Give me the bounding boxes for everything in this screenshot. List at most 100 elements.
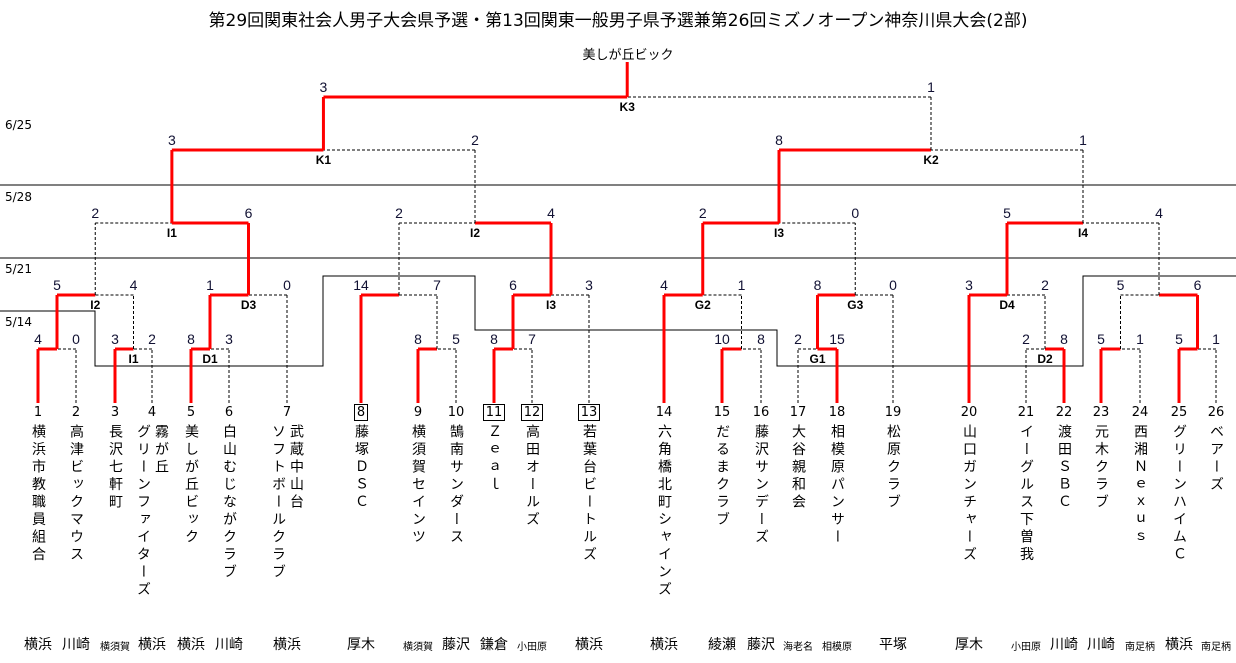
team-name: だるまクラブ (714, 424, 730, 529)
score: 8 (414, 331, 422, 347)
score: 2 (91, 205, 99, 221)
score: 0 (889, 277, 897, 293)
score: 0 (851, 205, 859, 221)
team-number-text: 22 (1055, 405, 1073, 420)
team-number-text: 18 (828, 405, 846, 420)
score: 5 (452, 331, 460, 347)
date-label-round1: 5/14 (5, 315, 32, 329)
team-number-text: 23 (1092, 405, 1110, 420)
score: 2 (1022, 331, 1030, 347)
team-number: 14 (649, 405, 679, 421)
team-region: 厚木 (347, 637, 375, 653)
team-number: 23 (1086, 405, 1116, 421)
score: 0 (72, 331, 80, 347)
team-name: ベアーズ (1208, 424, 1224, 494)
score: 8 (187, 331, 195, 347)
match-label: I2 (470, 226, 480, 240)
team-number-text: 24 (1131, 405, 1149, 420)
score: 8 (814, 277, 822, 293)
team-region: 横浜 (138, 637, 166, 653)
match-label: I1 (128, 352, 138, 366)
team-number-text: 4 (147, 405, 157, 420)
score: 4 (660, 277, 668, 293)
team-region: 横浜 (650, 637, 678, 653)
team-number: 21 (1011, 405, 1041, 421)
team-number: 12 (517, 404, 547, 421)
team-number: 1 (23, 405, 53, 421)
team-name: 相模原パンサー (829, 424, 845, 547)
team-name: 横須賀セインツ (410, 424, 426, 547)
team-number: 10 (441, 405, 471, 421)
team-number: 16 (746, 405, 776, 421)
team-region: 南足柄 (1201, 642, 1231, 653)
score: 15 (829, 331, 845, 347)
team-number-text: 15 (713, 405, 731, 420)
team-number-text: 21 (1017, 405, 1035, 420)
team-number-text: 26 (1207, 405, 1225, 420)
team-number: 2 (61, 405, 91, 421)
score: 4 (1155, 205, 1163, 221)
team-number-text: 10 (447, 405, 465, 420)
team-number: 8 (346, 404, 376, 421)
team-name: 高津ビックマウス (68, 424, 84, 564)
team-name: 藤塚ＤＳＣ (353, 424, 369, 512)
score: 2 (1041, 277, 1049, 293)
match-label: D1 (202, 352, 218, 366)
team-number-text: 3 (110, 405, 120, 420)
score: 3 (320, 79, 328, 95)
team-name: 美しが丘ビック (183, 424, 199, 547)
score: 6 (1194, 277, 1202, 293)
team-number: 3 (100, 405, 130, 421)
team-number-text: 14 (655, 405, 673, 420)
match-label: D2 (1037, 352, 1053, 366)
team-region: 相模原 (822, 642, 852, 653)
team-number: 9 (403, 405, 433, 421)
team-number-text: 17 (789, 405, 807, 420)
team-region: 横須賀 (100, 642, 130, 653)
team-name: 六角橋北町シャインズ (656, 424, 672, 599)
team-number: 13 (574, 404, 604, 421)
score: 1 (1212, 331, 1220, 347)
team-number-text: 13 (577, 404, 601, 421)
team-name: 元木クラブ (1093, 424, 1109, 512)
score: 3 (111, 331, 119, 347)
team-region: 海老名 (783, 642, 813, 653)
score: 8 (775, 132, 783, 148)
match-label: D3 (241, 298, 257, 312)
match-label: K2 (923, 153, 939, 167)
score: 2 (794, 331, 802, 347)
team-name: イーグルス下曽我 (1018, 424, 1034, 564)
team-number-text: 5 (186, 405, 196, 420)
team-name: 白山むじながクラブ (221, 424, 237, 582)
team-region: 鎌倉 (480, 637, 508, 653)
score: 5 (53, 277, 61, 293)
team-number: 11 (479, 404, 509, 421)
team-name: 武蔵中山台 ソフトボールクラブ (270, 424, 304, 582)
team-number-text: 6 (224, 405, 234, 420)
score: 3 (168, 132, 176, 148)
score: 14 (353, 277, 369, 293)
team-name: 山口ガンチャーズ (961, 424, 977, 564)
team-name: 長沢七軒町 (107, 424, 123, 512)
team-region: 小田原 (1011, 642, 1041, 653)
team-number: 22 (1049, 405, 1079, 421)
score: 0 (283, 277, 291, 293)
team-name: グリーンハイムＣ (1171, 424, 1187, 564)
match-label: G3 (847, 298, 863, 312)
score: 5 (1117, 277, 1125, 293)
team-number-text: 16 (752, 405, 770, 420)
team-number: 6 (214, 405, 244, 421)
team-number: 7 (272, 405, 302, 421)
team-name: 藤沢サンデーズ (753, 424, 769, 547)
team-region: 横浜 (575, 637, 603, 653)
match-label: D4 (999, 298, 1015, 312)
team-number-text: 12 (520, 404, 544, 421)
score: 6 (245, 205, 253, 221)
team-region: 横浜 (1165, 637, 1193, 653)
team-region: 川崎 (62, 637, 90, 653)
team-number-text: 19 (884, 405, 902, 420)
score: 8 (757, 331, 765, 347)
team-region: 厚木 (955, 637, 983, 653)
score: 4 (34, 331, 42, 347)
